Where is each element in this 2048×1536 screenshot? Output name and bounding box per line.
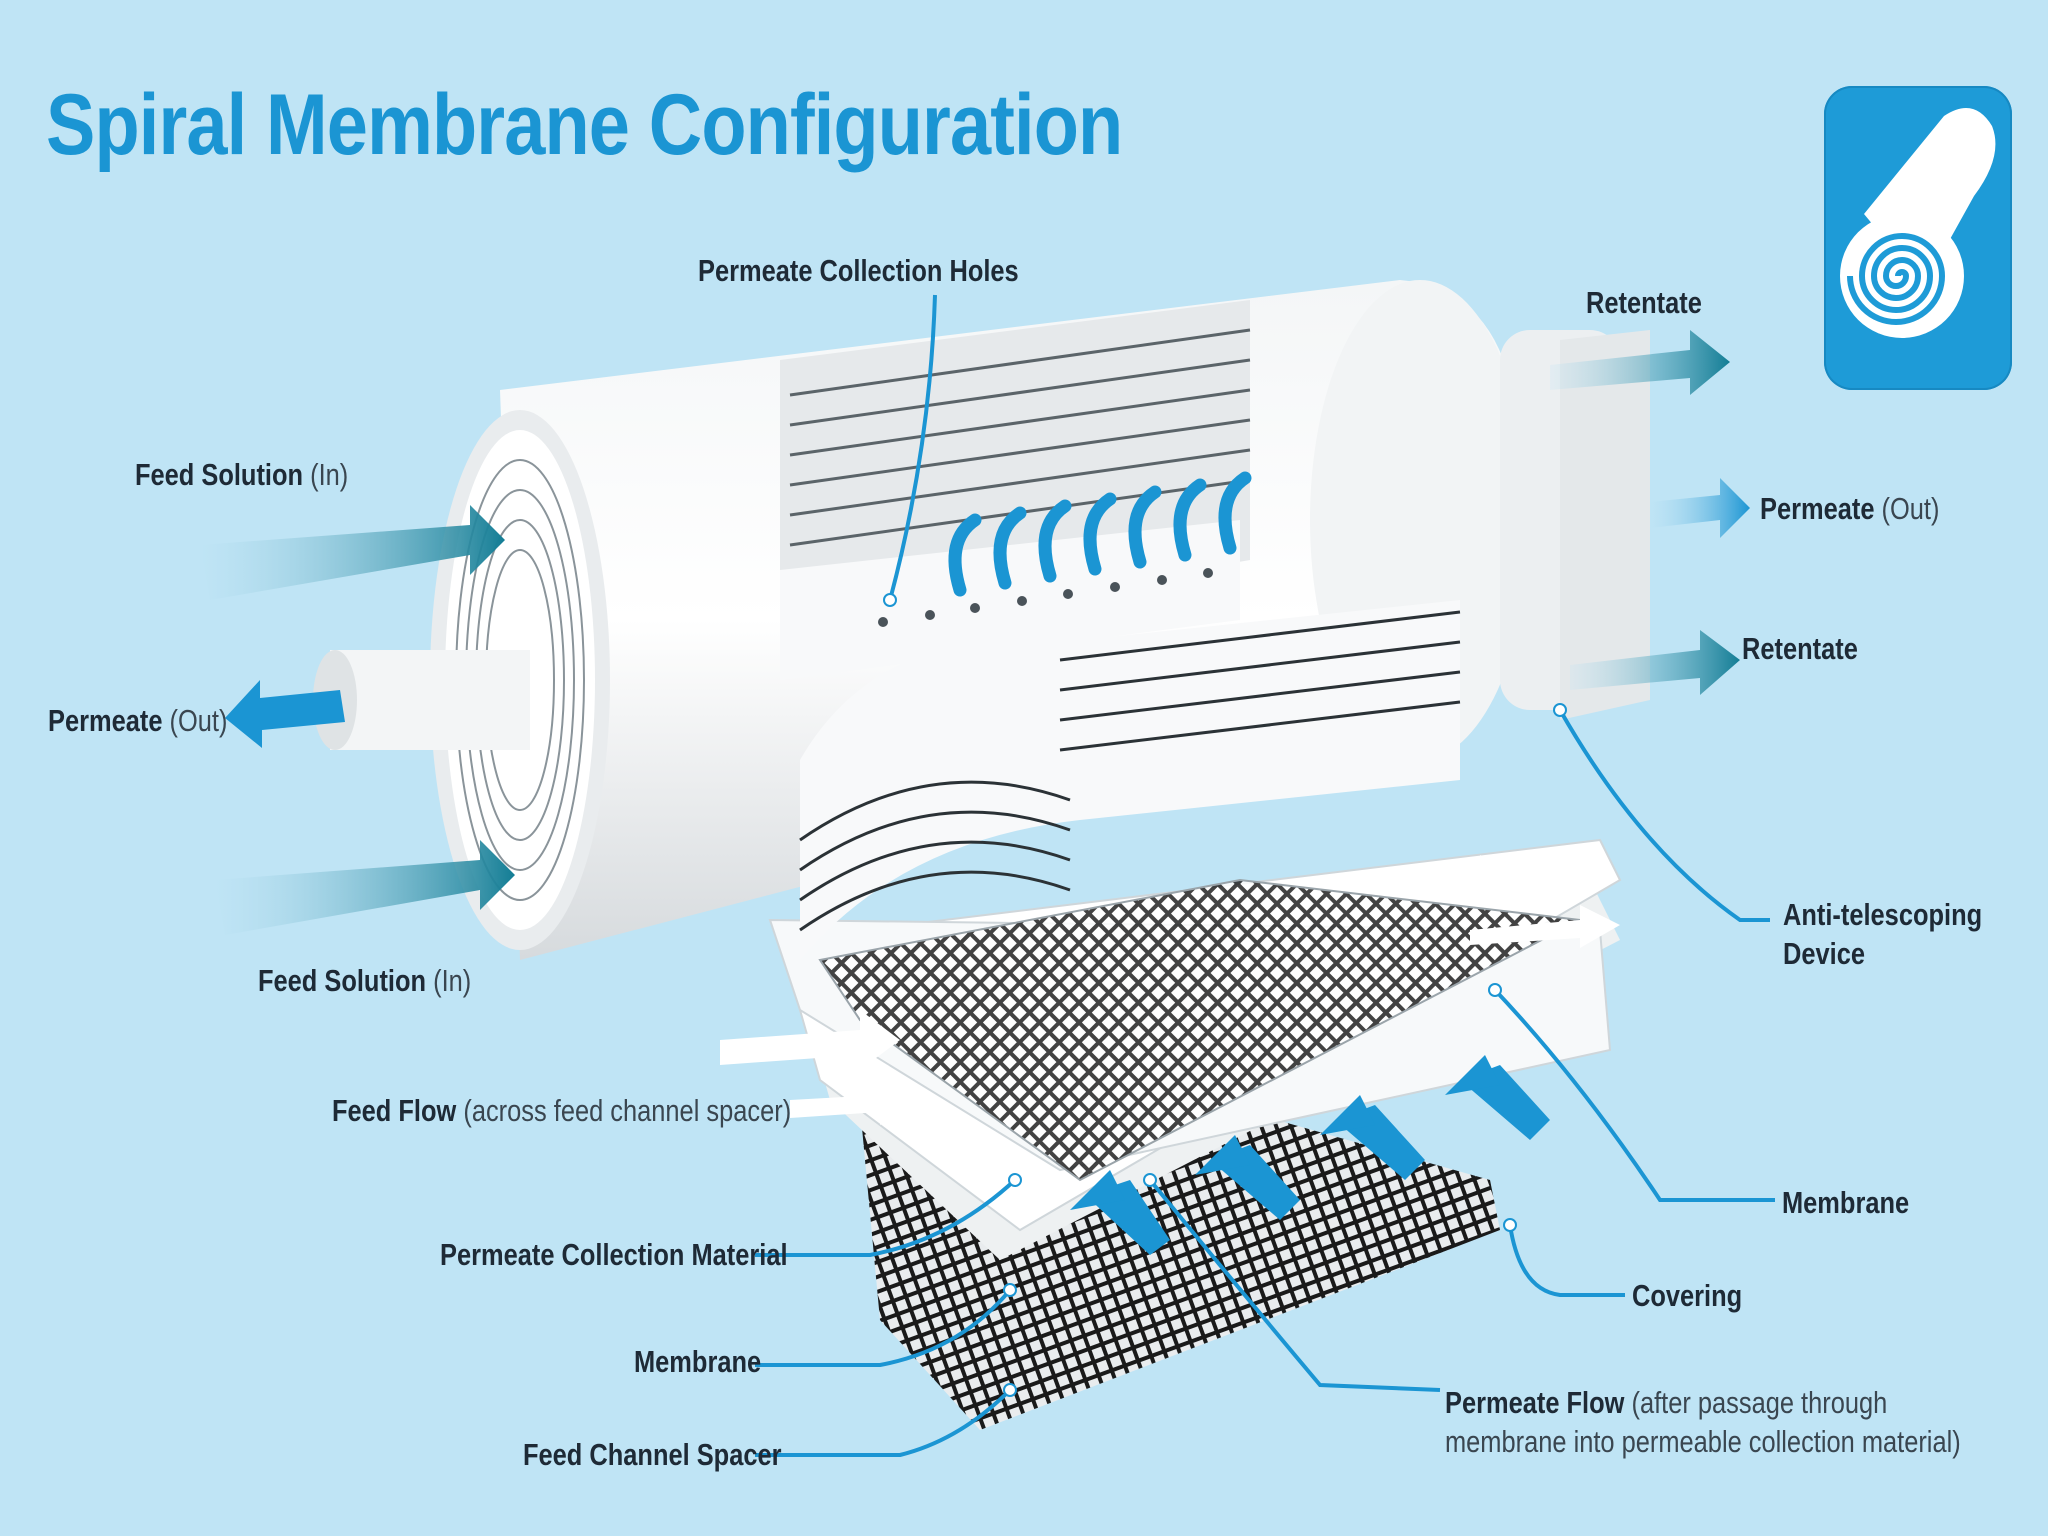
label-retentate-right: Retentate — [1742, 631, 1858, 666]
page-title: Spiral Membrane Configuration — [46, 77, 1123, 173]
label-feed-channel-spacer: Feed Channel Spacer — [523, 1437, 782, 1472]
label-covering: Covering — [1632, 1278, 1743, 1313]
label-permeate-collection-holes: Permeate Collection Holes — [698, 253, 1019, 288]
label-feed-solution-in-top: Feed Solution (In) — [135, 457, 349, 492]
spiral-roll-icon — [1824, 86, 2012, 390]
label-feed-solution-in-bottom: Feed Solution (In) — [258, 963, 472, 998]
label-feed-flow: Feed Flow (across feed channel spacer) — [332, 1093, 792, 1128]
label-membrane-right: Membrane — [1782, 1185, 1910, 1220]
label-membrane-left: Membrane — [634, 1344, 762, 1379]
label-retentate-top: Retentate — [1586, 285, 1702, 320]
label-permeate-out-left: Permeate (Out) — [48, 703, 228, 738]
label-permeate-out-right: Permeate (Out) — [1760, 491, 1940, 526]
label-permeate-collection-material: Permeate Collection Material — [440, 1237, 788, 1272]
